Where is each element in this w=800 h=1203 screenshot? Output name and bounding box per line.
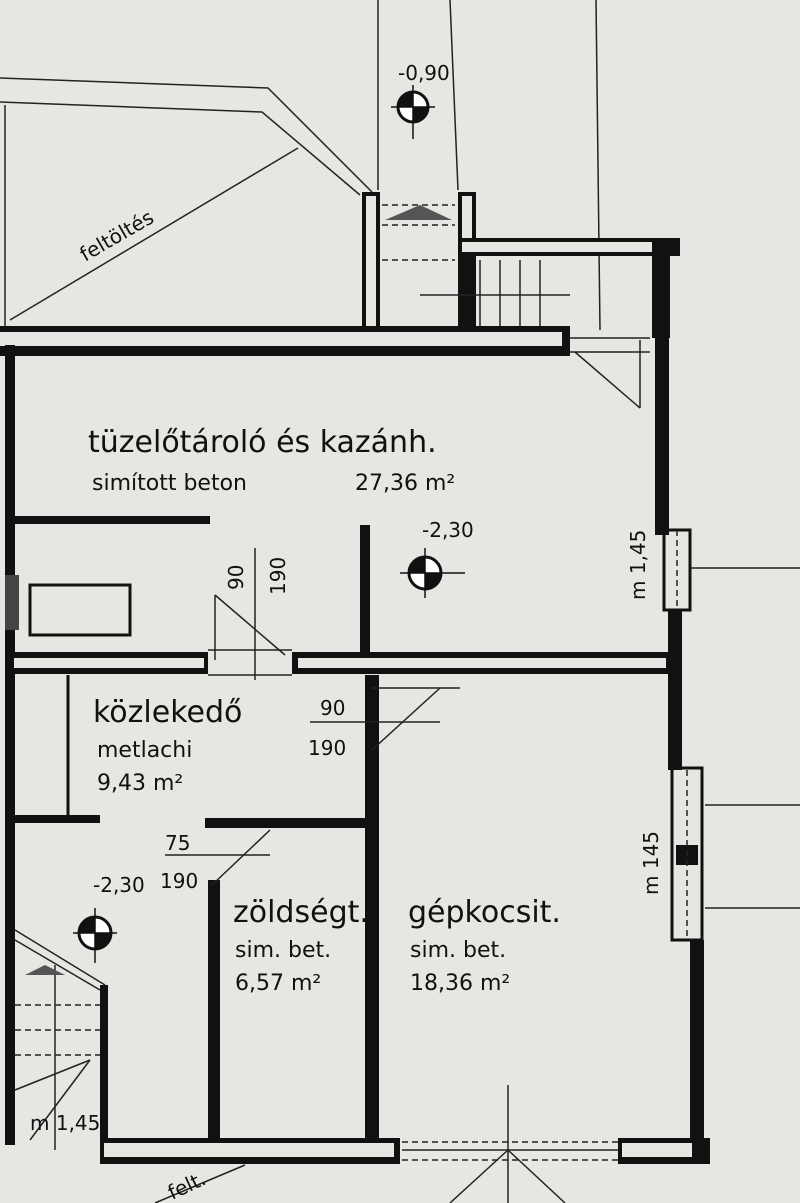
window-label: m 1,45 [626,530,650,600]
room-area: 9,43 m² [97,771,183,796]
grid-line [449,0,459,191]
door-width: 75 [165,831,190,855]
top-level-label: -0,90 [398,61,450,85]
level-marker-icon [400,548,465,598]
door-width: 90 [320,696,345,720]
wall [205,818,370,828]
door-height: 190 [266,557,290,595]
grid-line [595,0,601,331]
boiler-unit [28,583,132,637]
corridor-level: -2,30 [93,873,145,897]
bottom-label: felt. [164,1166,210,1203]
wall [15,815,100,823]
room-name: tüzelőtároló és kazánh. [88,425,437,460]
level-marker-icon [391,85,435,139]
room-area: 6,57 m² [235,971,321,996]
door-swing [570,337,650,409]
wall [655,335,669,535]
room-name: közlekedő [93,695,242,730]
door-swing [310,687,460,751]
window [670,766,704,942]
room-name: zöldségt. [233,895,369,930]
door-height: 190 [308,736,346,760]
wall [15,516,210,524]
room-floor: metlachi [97,738,192,763]
door-swing [165,829,271,886]
wall [690,940,704,1160]
window-label: m 145 [639,831,663,895]
room-area: 18,36 m² [410,971,510,996]
window-label: m 1,45 [30,1111,100,1135]
wall [5,345,15,1145]
wall [668,610,682,770]
room-floor: simított beton [92,471,247,496]
wall [208,880,220,1142]
room-floor: sim. bet. [235,938,331,963]
door-height: 190 [160,869,198,893]
room-level: -2,30 [422,518,474,542]
fill-slope [0,77,373,330]
garage-door [402,1085,618,1203]
room-name: gépkocsit. [408,895,561,930]
level-marker-icon [73,908,117,963]
room-area: 27,36 m² [355,471,455,496]
wall [365,675,379,1145]
door-swing [208,548,292,680]
room-floor: sim. bet. [410,938,506,963]
stair-bottom-left [14,929,108,1150]
wall [360,525,370,657]
stairwell-top [362,192,680,338]
door-width: 90 [224,565,248,590]
chimney [5,575,19,630]
